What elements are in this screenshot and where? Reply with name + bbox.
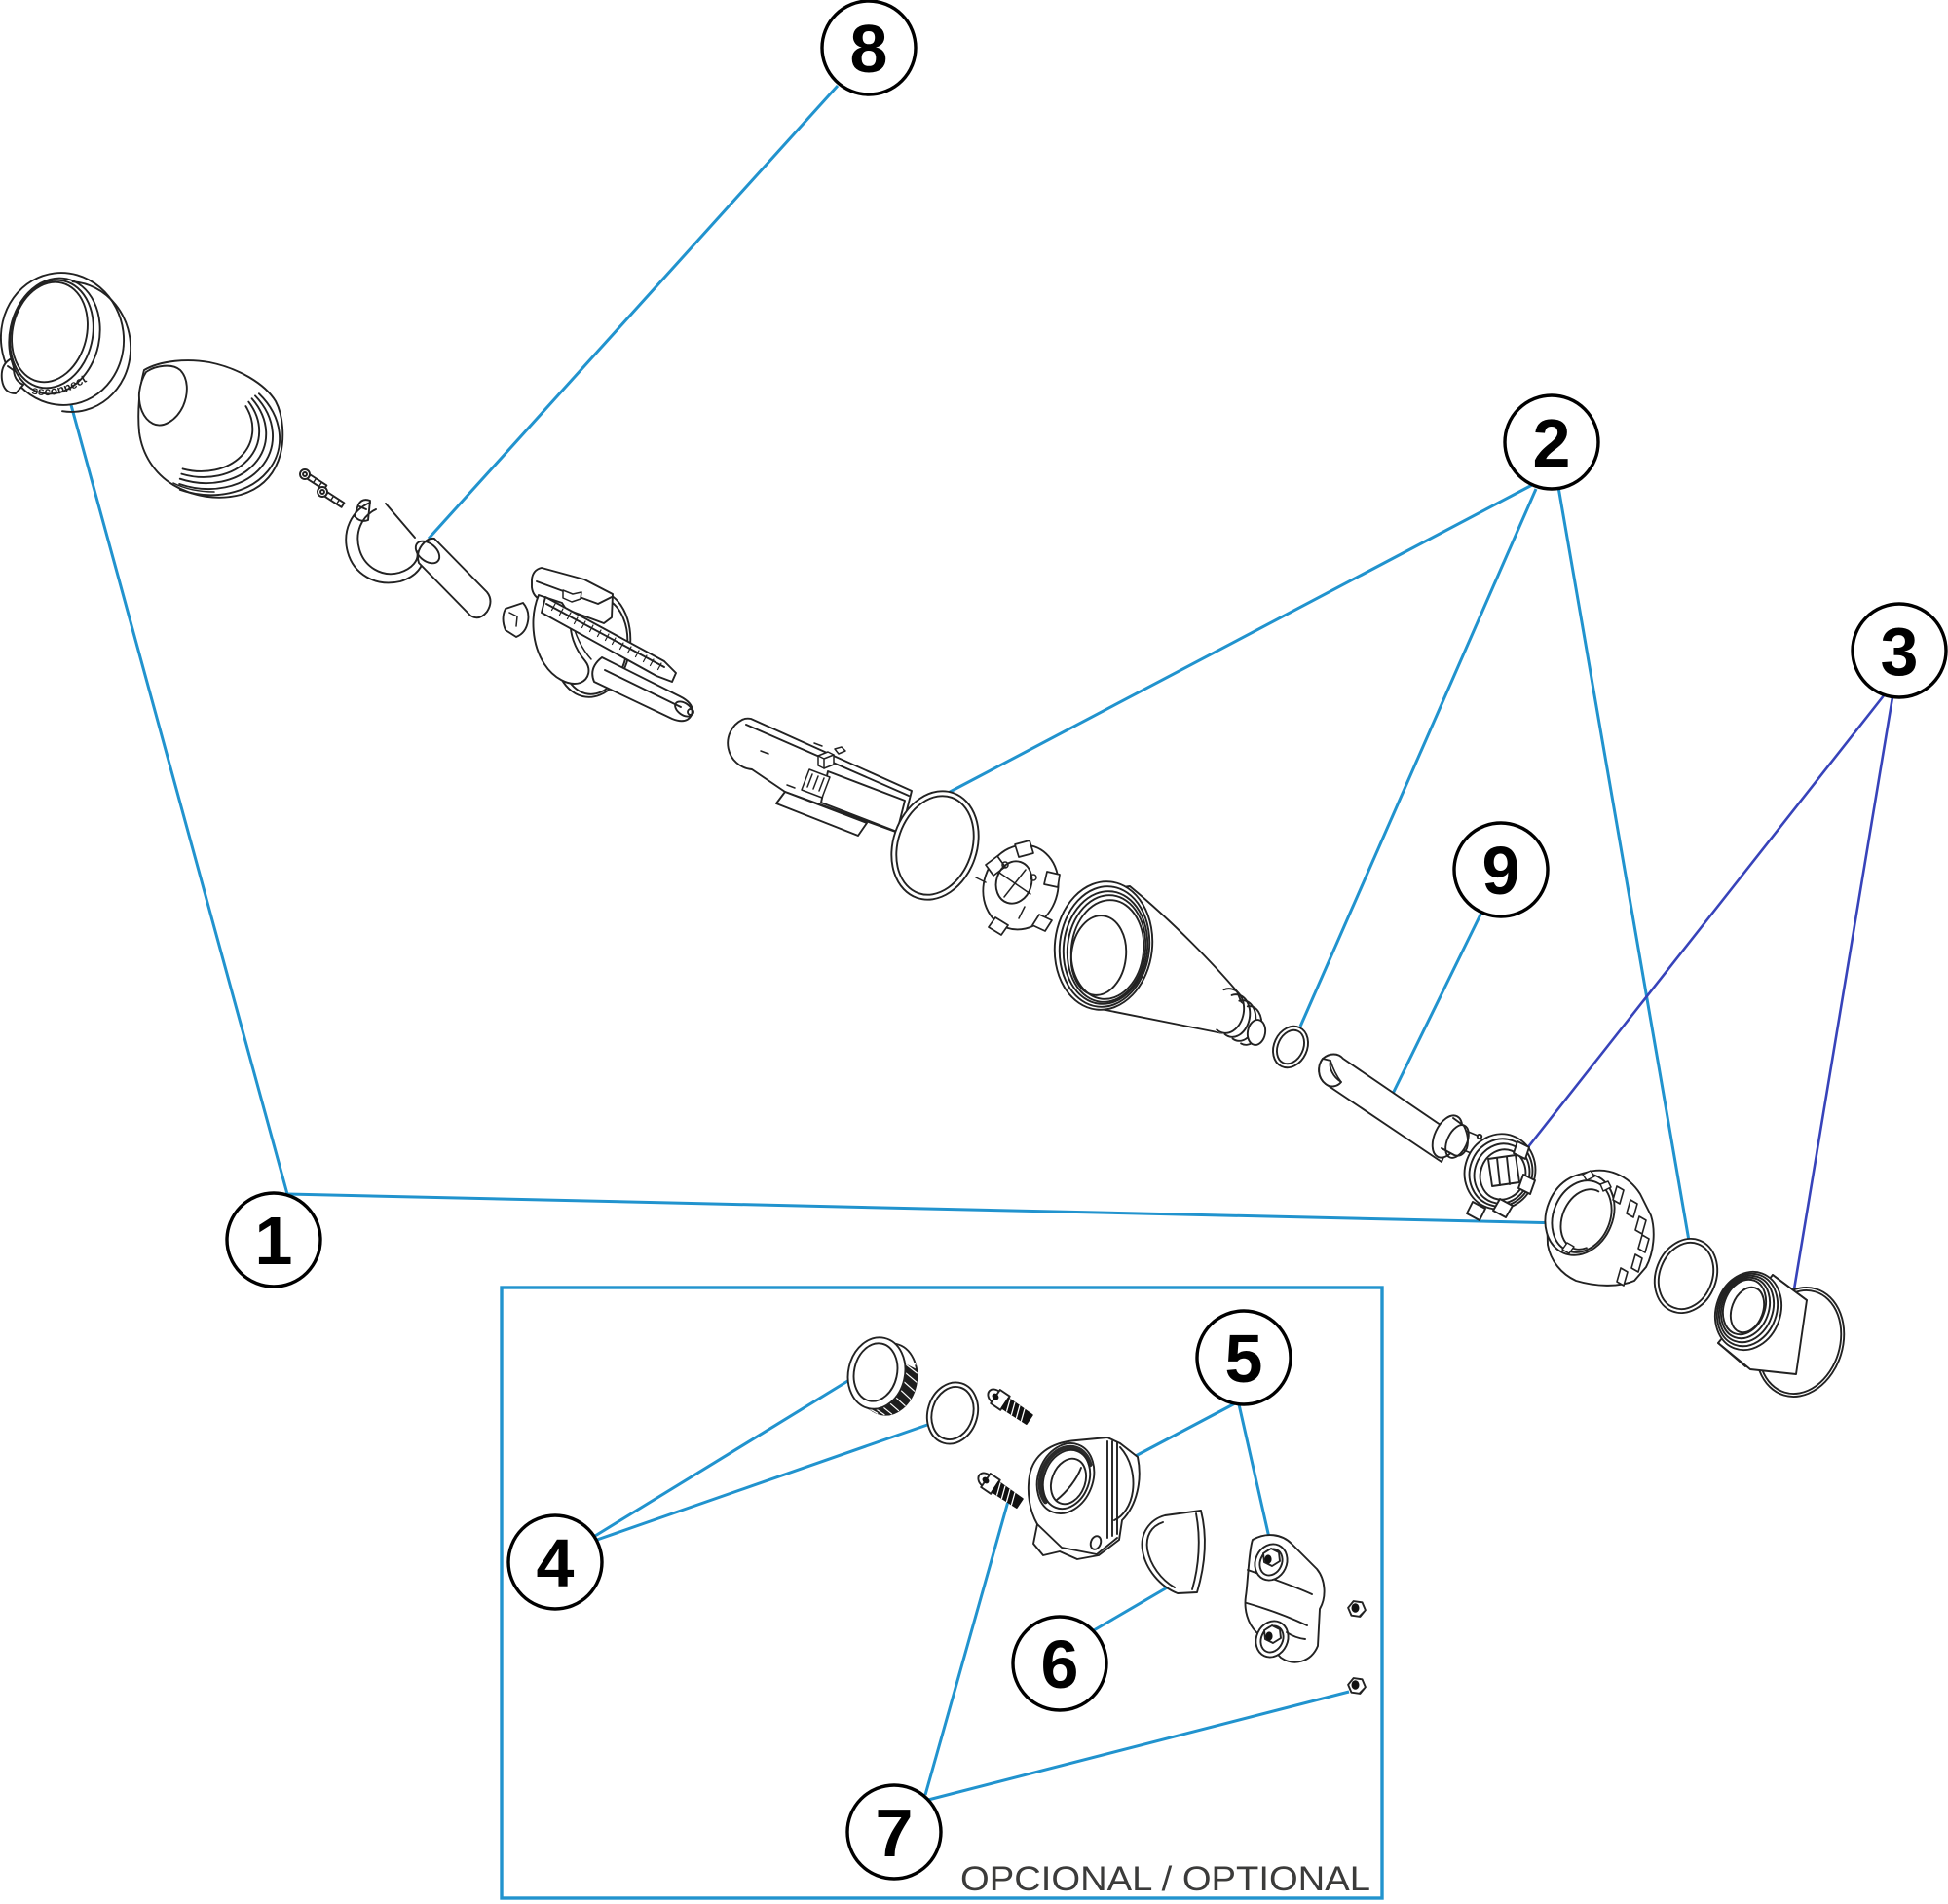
svg-text:5: 5 — [1225, 1321, 1263, 1397]
svg-text:3: 3 — [1881, 614, 1919, 690]
svg-text:8: 8 — [850, 11, 888, 87]
svg-text:9: 9 — [1482, 833, 1520, 909]
svg-text:7: 7 — [876, 1795, 914, 1871]
svg-text:4: 4 — [537, 1525, 575, 1601]
svg-text:6: 6 — [1041, 1626, 1079, 1702]
svg-text:1: 1 — [255, 1203, 293, 1279]
svg-text:OPCIONAL / OPTIONAL: OPCIONAL / OPTIONAL — [960, 1860, 1370, 1898]
svg-text:2: 2 — [1533, 405, 1571, 481]
